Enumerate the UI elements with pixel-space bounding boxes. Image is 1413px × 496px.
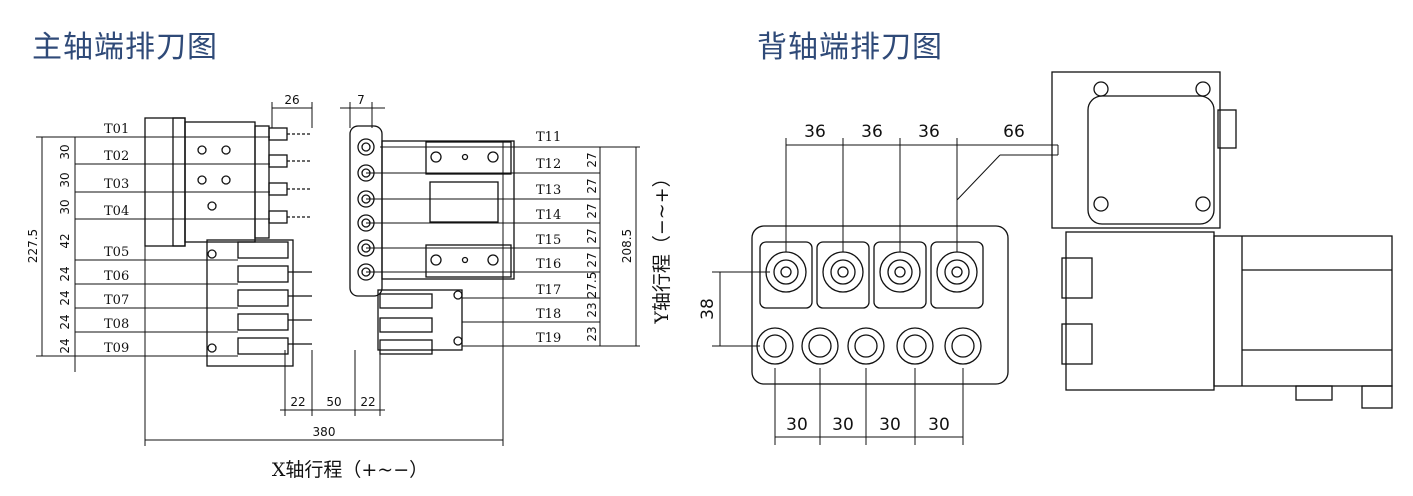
tool-label-t02: T02 — [104, 149, 129, 164]
motor-plug-bottom — [1061, 323, 1093, 365]
tool-label-t15: T15 — [536, 233, 561, 248]
top-dimension-lines — [271, 102, 385, 128]
back-tool-plate — [751, 225, 1009, 385]
bottom-dim-50: 50 — [326, 395, 341, 409]
left-leader-lines — [75, 136, 270, 357]
back-top-dim-2: 36 — [861, 122, 883, 142]
motor-connector — [1217, 109, 1237, 149]
tool-label-t12: T12 — [536, 157, 561, 172]
main-diagram-labels: T01 T02 T03 T04 T05 T06 T07 T08 T09 T11 … — [26, 93, 673, 481]
upper-tool-holders — [759, 241, 984, 309]
left-pitch-dim-7: 24 — [58, 314, 72, 329]
right-pitch-dim-6: 27.5 — [585, 272, 599, 299]
left-holder-neck — [254, 125, 270, 239]
right-turning-tools — [377, 289, 463, 355]
tool-label-t19: T19 — [536, 331, 561, 346]
lower-tool-holders — [756, 327, 982, 365]
right-total-dim: 208.5 — [620, 229, 634, 263]
right-pitch-dim-2: 27 — [585, 178, 599, 193]
left-holder-bolts — [197, 145, 231, 211]
left-drill-tools — [268, 127, 312, 224]
right-pitch-dim-7: 23 — [585, 302, 599, 317]
left-pitch-dim-3: 30 — [58, 199, 72, 214]
back-dimension-lines — [712, 138, 1059, 445]
back-top-dim-3: 36 — [918, 122, 940, 142]
tool-label-t16: T16 — [536, 257, 561, 272]
back-spindle-title: 背轴端排刀图 — [757, 30, 943, 65]
motor-body-end — [1213, 235, 1393, 387]
back-top-dim-4: 66 — [1003, 122, 1025, 142]
back-bottom-dim-4: 30 — [928, 415, 950, 435]
left-pitch-dim-8: 24 — [58, 338, 72, 353]
left-dimension-lines — [36, 136, 76, 372]
back-height-dim: 38 — [698, 298, 718, 320]
top-dim-26: 26 — [284, 93, 299, 107]
left-turning-block — [206, 239, 294, 367]
bottom-dim-22-right: 22 — [360, 395, 375, 409]
tool-label-t03: T03 — [104, 177, 129, 192]
right-holder-window — [429, 181, 499, 223]
right-pitch-dim-1: 27 — [585, 152, 599, 167]
right-dimension-lines — [599, 146, 640, 347]
tool-label-t05: T05 — [104, 245, 129, 260]
tool-label-t11: T11 — [536, 130, 561, 145]
tool-label-t01: T01 — [104, 122, 129, 137]
right-pitch-dim-4: 27 — [585, 228, 599, 243]
main-spindle-drawing — [36, 102, 640, 446]
right-holder-body — [381, 140, 515, 280]
tool-label-t06: T06 — [104, 269, 129, 284]
main-spindle-title: 主轴端排刀图 — [32, 30, 218, 65]
x-travel-label: X轴行程（+~−） — [272, 459, 428, 481]
tool-label-t04: T04 — [104, 204, 129, 219]
motor-flange-bolts — [1093, 81, 1211, 212]
right-holder-plate-bottom — [425, 244, 512, 278]
left-turning-tools — [207, 241, 312, 355]
right-pitch-dim-8: 23 — [585, 326, 599, 341]
motor-plug-top — [1061, 257, 1093, 299]
back-spindle-drawing — [712, 71, 1393, 445]
tool-label-t17: T17 — [536, 283, 561, 298]
right-holder-plate-top — [425, 141, 512, 175]
right-drill-tools — [357, 138, 375, 281]
right-pitch-dim-3: 27 — [585, 203, 599, 218]
motor-body-side — [1065, 231, 1215, 391]
tool-label-t13: T13 — [536, 183, 561, 198]
left-pitch-dim-4: 42 — [58, 233, 72, 248]
tool-label-t18: T18 — [536, 307, 561, 322]
bottom-dim-22-left: 22 — [290, 395, 305, 409]
left-pitch-dim-1: 30 — [58, 144, 72, 159]
right-holder-bolts — [430, 151, 499, 266]
left-holder-body — [184, 121, 256, 243]
right-leader-lines — [366, 146, 600, 347]
motor-flange — [1087, 95, 1215, 225]
tool-label-t14: T14 — [536, 208, 561, 223]
back-bottom-dim-1: 30 — [786, 415, 808, 435]
motor-housing-top — [1051, 71, 1221, 229]
y-travel-label: Y轴行程（−~+） — [651, 168, 673, 324]
left-pitch-dim-5: 24 — [58, 266, 72, 281]
motor-foot-left — [1295, 385, 1333, 401]
back-bottom-dim-3: 30 — [879, 415, 901, 435]
top-dim-7: 7 — [357, 93, 365, 107]
left-pitch-dim-6: 24 — [58, 290, 72, 305]
back-bottom-dim-2: 30 — [832, 415, 854, 435]
bottom-dimension-lines — [144, 141, 504, 446]
tool-label-t08: T08 — [104, 317, 129, 332]
back-top-dim-1: 36 — [804, 122, 826, 142]
left-total-dim: 227.5 — [26, 229, 40, 263]
overall-width-dim: 380 — [313, 425, 336, 439]
tool-label-t09: T09 — [104, 341, 129, 356]
tool-label-t07: T07 — [104, 293, 129, 308]
back-diagram-labels: 36 36 36 66 30 30 30 30 38 — [698, 122, 1025, 435]
left-pitch-dim-2: 30 — [58, 172, 72, 187]
motor-foot-right — [1361, 385, 1393, 409]
right-pitch-dim-5: 27 — [585, 252, 599, 267]
